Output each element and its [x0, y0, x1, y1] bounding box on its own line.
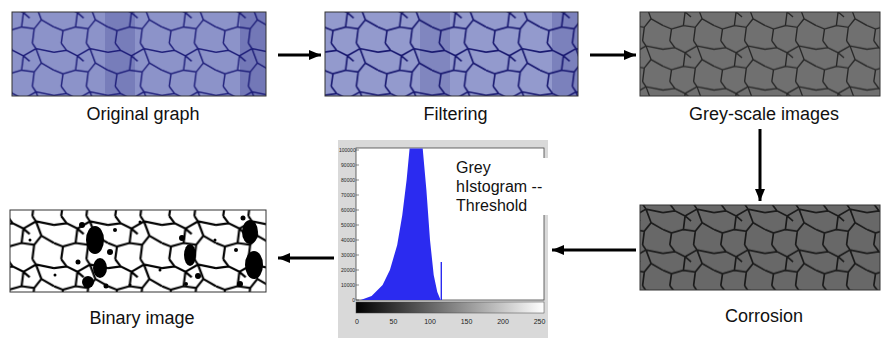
greyscale-image: [640, 12, 880, 96]
panel-caption: Binary image: [10, 308, 274, 329]
panel-caption: Original graph: [12, 104, 274, 125]
flow-arrow: [278, 54, 321, 57]
binary-image: [10, 210, 266, 292]
histogram-chart: [338, 140, 548, 338]
x-axis-tick: 250: [534, 318, 546, 325]
x-axis-tick: 150: [461, 318, 473, 325]
y-axis-tick: 100000: [339, 148, 356, 153]
flow-arrow: [590, 54, 636, 57]
y-axis-tick: 90000: [341, 163, 355, 168]
panel-caption: Filtering: [325, 104, 586, 125]
image-panel: Binary image: [10, 210, 274, 329]
x-axis-tick: 0: [355, 318, 359, 325]
x-axis-tick: 50: [390, 318, 398, 325]
flow-arrow: [278, 257, 334, 260]
y-axis-tick: 10000: [341, 283, 355, 288]
y-axis-tick: 30000: [341, 253, 355, 258]
histogram-panel: Grey hIstogram --Threshold: [338, 140, 548, 338]
y-axis-tick: 20000: [341, 268, 355, 273]
flow-arrow: [552, 249, 636, 252]
y-axis-tick: 0: [352, 298, 355, 303]
corroded-image: [640, 205, 880, 290]
y-axis-tick: 50000: [341, 223, 355, 228]
flow-arrow: [759, 129, 762, 201]
panel-title: Grey hIstogram --Threshold: [456, 158, 548, 215]
y-axis-tick: 40000: [341, 238, 355, 243]
image-panel: Corrosion: [640, 205, 888, 327]
original-image: [12, 12, 266, 96]
image-panel: Original graph: [12, 12, 274, 125]
panel-caption: Grey-scale images: [640, 104, 888, 125]
filtered-image: [325, 12, 578, 96]
image-panel: Grey-scale images: [640, 12, 888, 125]
x-axis-tick: 100: [424, 318, 436, 325]
panel-caption: Corrosion: [640, 306, 888, 327]
x-axis-tick: 200: [497, 318, 509, 325]
y-axis-tick: 60000: [341, 208, 355, 213]
y-axis-tick: 80000: [341, 178, 355, 183]
y-axis-tick: 70000: [341, 193, 355, 198]
image-panel: Filtering: [325, 12, 586, 125]
